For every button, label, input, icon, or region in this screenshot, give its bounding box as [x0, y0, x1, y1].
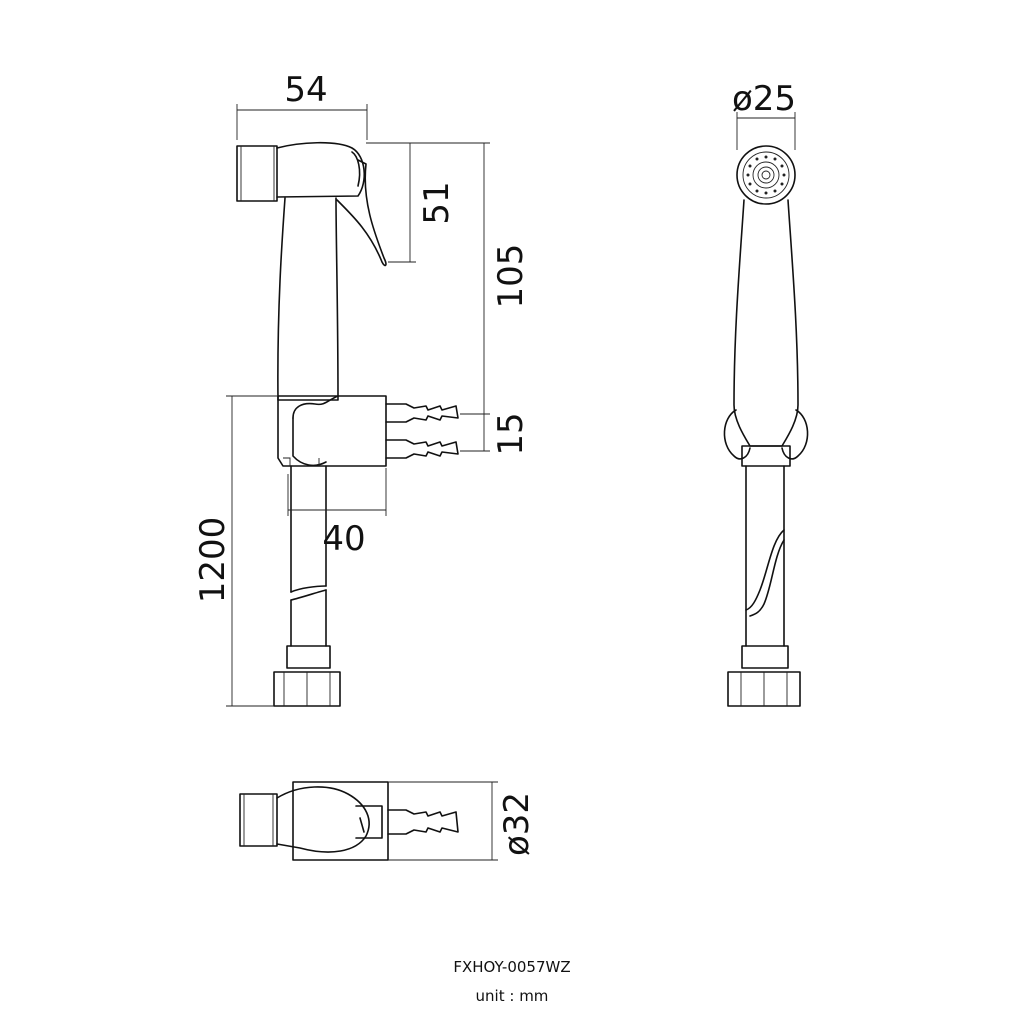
dim-width-54: 54 [284, 70, 327, 110]
dim-height-51: 51 [417, 181, 457, 224]
dim-spacing-15: 15 [491, 412, 531, 455]
front-view [236, 141, 459, 707]
spray-holes [746, 155, 786, 195]
front-dimension-lines [226, 104, 490, 707]
model-code: FXHOY-0057WZ [453, 958, 571, 976]
barb-top [387, 809, 459, 835]
side-dimension-lines [736, 112, 796, 150]
dim-depth-40: 40 [322, 519, 365, 559]
dim-height-105: 105 [491, 244, 531, 309]
side-view [723, 145, 809, 707]
barb-lower [385, 439, 459, 459]
dim-diameter-32: ø32 [497, 792, 537, 856]
unit-label: unit : mm [475, 987, 549, 1005]
dim-diameter-25: ø25 [732, 79, 796, 119]
dim-hose-1200: 1200 [193, 517, 233, 604]
barb-upper [385, 403, 459, 423]
top-view [239, 781, 498, 861]
